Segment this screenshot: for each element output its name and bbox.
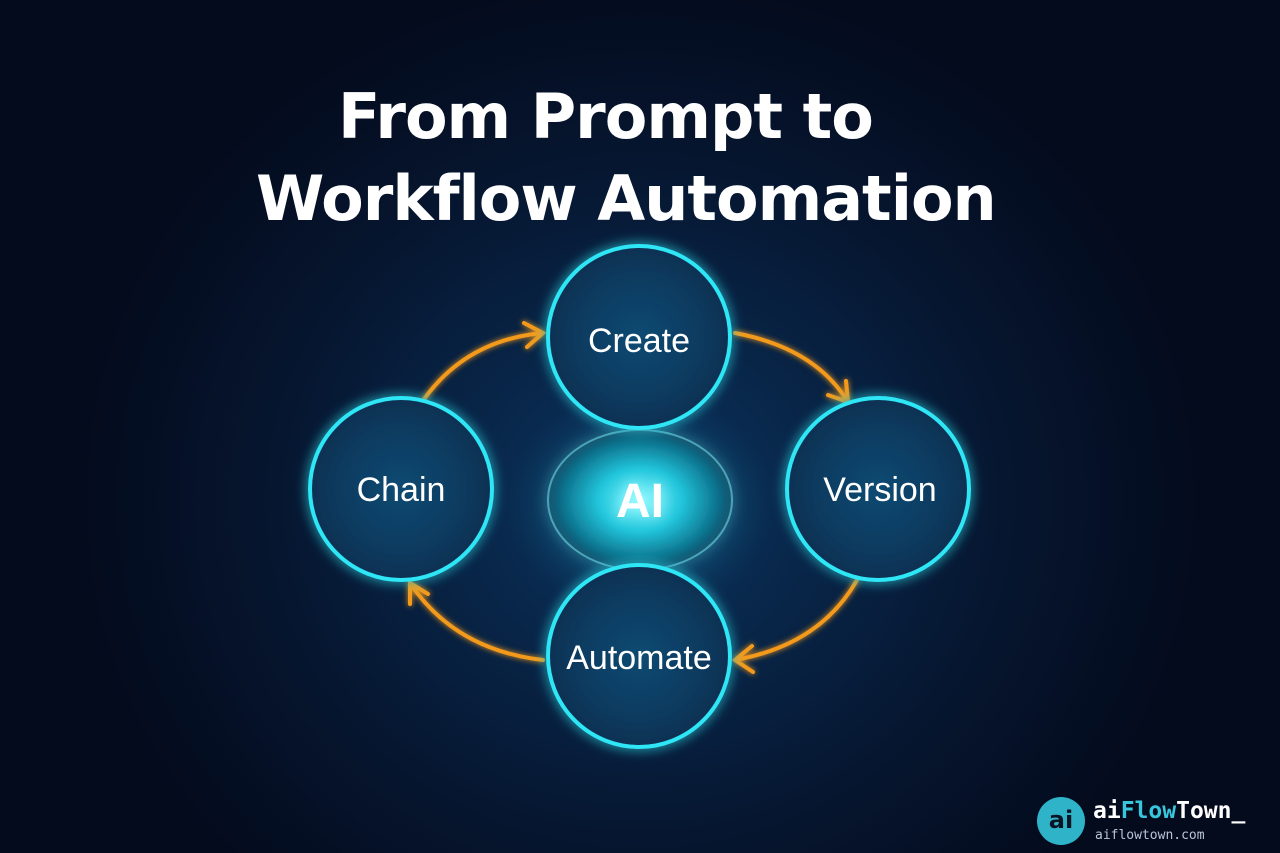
- node-create: [546, 244, 732, 430]
- node-version: [785, 396, 971, 582]
- node-label-create: Create: [587, 322, 691, 360]
- node-label-ai: AI: [616, 475, 664, 528]
- brand-name-suffix: Town_: [1176, 798, 1246, 824]
- arrowhead-version-to-automate: [731, 644, 755, 674]
- title-line-2: Workflow Automation: [256, 162, 997, 235]
- node-label-version: Version: [823, 471, 937, 509]
- outer-nodes: [308, 244, 971, 749]
- node-automate: [546, 563, 732, 749]
- brand-logo: ai: [1037, 797, 1085, 845]
- brand-url: aiflowtown.com: [1095, 828, 1205, 843]
- brand-name: aiFlowTown_: [1093, 800, 1245, 823]
- arrowhead-create-to-version: [826, 379, 851, 405]
- node-chain: [308, 396, 494, 582]
- arrowhead-automate-to-chain: [408, 579, 430, 606]
- brand-name-prefix: ai: [1093, 798, 1121, 824]
- arrowhead-chain-to-create: [522, 321, 547, 349]
- arrow-create-to-version: [733, 331, 850, 404]
- brand-watermark: ai aiFlowTown_ aiflowtown.com: [1037, 797, 1267, 845]
- node-label-chain: Chain: [356, 471, 446, 509]
- arrow-version-to-automate: [733, 578, 859, 662]
- arrow-chain-to-create: [420, 331, 545, 404]
- node-label-automate: Automate: [566, 639, 712, 677]
- arrow-automate-to-chain: [408, 581, 545, 662]
- cycle-arrows: [408, 321, 859, 674]
- title-line-1: From Prompt to: [338, 80, 874, 153]
- brand-name-accent: Flow: [1120, 798, 1177, 824]
